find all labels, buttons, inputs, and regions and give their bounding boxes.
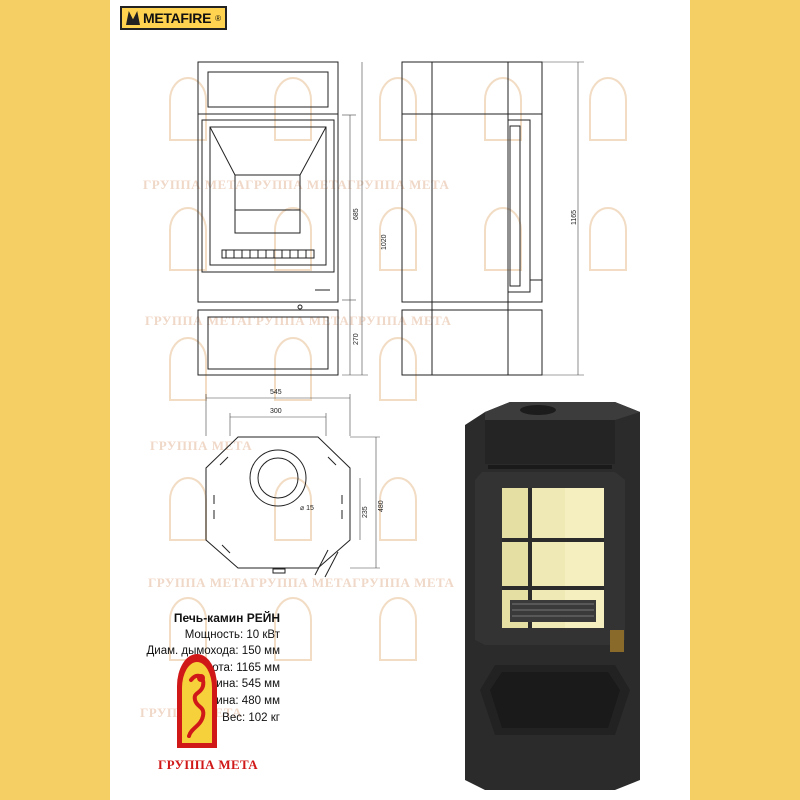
watermark-text: ГРУППА МЕТА [150, 438, 253, 453]
side-dimension-lines [542, 61, 584, 376]
dim-685: 685 [353, 208, 360, 220]
logo-mountain-icon [126, 11, 140, 25]
spec-title: Печь-камин РЕЙН [173, 611, 280, 625]
dim-1165: 1165 [571, 210, 578, 225]
watermark-text: ГРУППА МЕТАГРУППА МЕТАГРУППА МЕТА [148, 575, 455, 590]
spec-weight: Вес: 102 кг [222, 711, 280, 724]
dim-480: 480 [378, 500, 385, 512]
group-meta-label: ГРУППА МЕТА [158, 757, 258, 772]
logo-text: METAFIRE [143, 10, 212, 26]
front-dimension-lines [342, 62, 368, 376]
front-view-drawing [197, 61, 339, 376]
dim-1020: 1020 [381, 234, 388, 250]
technical-drawing: 685 270 1020 1165 [169, 61, 640, 790]
dim-270: 270 [353, 333, 360, 345]
watermark-text: ГРУППА МЕТАГРУППА МЕТАГРУППА МЕТА [143, 177, 450, 192]
top-view-drawing [205, 436, 351, 578]
dim-545: 545 [270, 389, 282, 396]
top-dimension-lines [205, 394, 380, 569]
side-view-drawing [401, 61, 543, 376]
page-border-right [690, 0, 800, 800]
spec-flue: Диам. дымохода: 150 мм [146, 645, 280, 658]
watermark-emblems [169, 77, 627, 661]
dim-235: 235 [362, 506, 369, 518]
metafire-logo: METAFIRE ® [120, 6, 228, 30]
logo-registered-mark: ® [215, 13, 222, 23]
group-meta-emblem [177, 654, 217, 748]
spec-power: Мощность: 10 кВт [184, 628, 280, 641]
dim-hole-diameter: ⌀ 15 [300, 505, 314, 512]
page-border-left [0, 0, 110, 800]
dim-300: 300 [270, 408, 282, 415]
stove-render [465, 402, 640, 790]
